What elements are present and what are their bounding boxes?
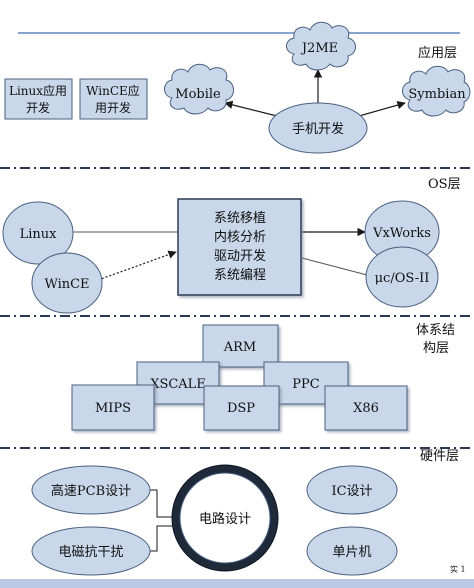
wince-app-label-1: WinCE应 [86,83,140,98]
emc-ellipse [31,526,151,576]
arm-box [202,324,279,368]
pcb-ellipse [31,465,151,515]
layer-label-os: OS层 [428,177,461,192]
linux-circle [2,201,74,265]
phone-dev-ellipse [268,102,368,154]
circuit-design-circle [179,472,271,564]
pcb-label: 高速PCB设计 [51,483,131,499]
wince-label: WinCE [44,277,89,292]
x86-label: X86 [353,401,379,416]
j2me-label: J2ME [300,41,338,56]
mips-box [71,384,155,431]
line-emc-center [150,525,178,552]
linux-app-label-2: 开发 [26,100,50,115]
mips-label: MIPS [95,401,131,416]
linux-app-box [4,78,73,120]
layer-label-arch-1: 体系结 [416,323,455,338]
mcu-ellipse [306,526,398,576]
xscale-label: XSCALE [150,377,206,392]
layer-label-hw: 硬件层 [420,449,459,464]
arrow-wince-center [97,250,177,281]
ic-ellipse [306,465,398,515]
x86-box [324,385,408,431]
mcu-label: 单片机 [332,545,371,560]
os-center-line-3: 驱动开发 [214,248,266,264]
symbian-cloud: Symbian [402,65,471,117]
os-center-box [177,198,302,296]
ucos-circle [365,246,439,308]
j2me-cloud: J2ME [286,21,356,71]
wince-circle [31,252,103,314]
phone-dev-label: 手机开发 [292,121,344,137]
line-pcb-center [150,489,178,518]
vxworks-label: VxWorks [372,226,431,241]
arm-label: ARM [223,340,257,355]
wince-app-label-2: 用开发 [95,100,131,115]
mobile-label: Mobile [175,87,221,102]
symbian-label: Symbian [408,87,466,102]
line-ucos-center [301,257,368,276]
ucos-label: μc/OS-II [375,271,430,286]
wince-app-box [79,78,148,120]
bottom-bar [0,579,474,588]
dsp-box [203,385,280,431]
dsp-label: DSP [227,401,255,416]
ppc-label: PPC [292,377,319,392]
linux-app-label-1: Linux应用 [9,83,67,98]
os-center-line-4: 系统编程 [214,268,266,283]
page-mark: 实 1 [450,564,466,574]
layer-label-app: 应用层 [418,45,457,61]
ic-label: IC设计 [331,484,372,499]
os-center-line-2: 内核分析 [214,229,266,245]
linux-label: Linux [20,227,58,242]
layer-label-arch-2: 构层 [423,341,449,356]
circuit-design-label: 电路设计 [199,511,251,527]
mobile-cloud: Mobile [164,63,234,115]
emc-label: 电磁抗干扰 [58,545,123,560]
os-center-line-1: 系统移植 [214,211,266,226]
